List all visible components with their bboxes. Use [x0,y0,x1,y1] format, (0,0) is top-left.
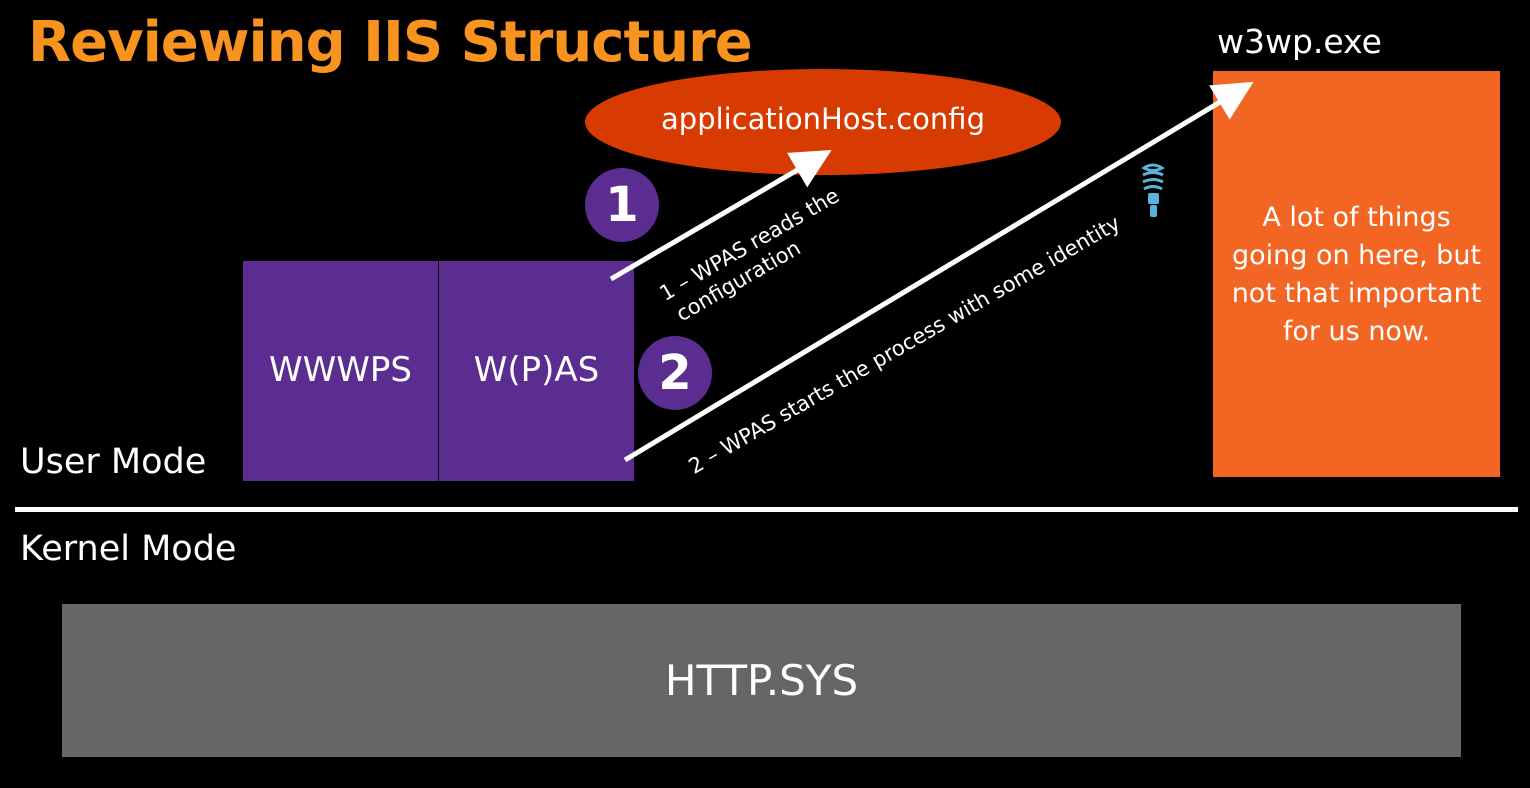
w3wp-description-line: not that important [1231,278,1482,309]
wpas-box [439,261,634,481]
wwwps-box [243,261,438,481]
wpas-label: W(P)AS [473,350,600,390]
w3wp-label: w3wp.exe [1217,22,1382,61]
w3wp-description-line: going on here, but [1231,240,1482,271]
http-sys-box [62,604,1461,757]
w3wp-box [1213,71,1500,477]
w3wp-description-line: for us now. [1282,316,1431,347]
step-1-badge: 1 [585,168,659,242]
w3wp-description-line: A lot of things [1262,202,1451,233]
kernel-mode-label: Kernel Mode [20,529,237,569]
lightbulb-icon [1141,163,1165,217]
mode-divider [15,507,1518,512]
user-mode-label: User Mode [20,442,207,482]
step-1-label: 1 – WPAS reads the configuration [655,182,857,329]
slide-title: Reviewing IIS Structure [28,10,753,75]
step-2-badge: 2 [638,336,712,410]
http-sys-label: HTTP.SYS [664,656,859,705]
application-host-config-label: applicationHost.config [661,102,985,136]
wwwps-label: WWWPS [269,350,412,390]
w3wp-description: A lot of things going on here, but not t… [1213,199,1500,351]
